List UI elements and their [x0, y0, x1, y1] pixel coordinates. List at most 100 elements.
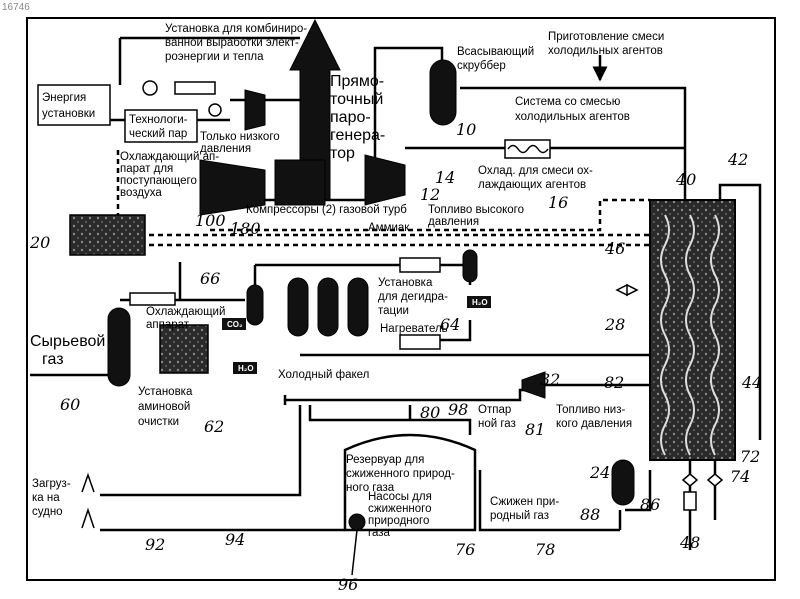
svg-text:46: 46	[604, 239, 625, 258]
dehydration-vessel-3-icon	[318, 278, 338, 336]
svg-text:давления: давления	[428, 216, 479, 228]
dehydration-cooler-icon	[400, 258, 440, 272]
svg-text:66: 66	[200, 269, 220, 288]
svg-text:Приготовление смеси: Приготовление смеси	[548, 31, 664, 43]
doc-id: 16746	[2, 2, 30, 13]
dehydration-separator-icon	[463, 250, 477, 282]
svg-text:Установка: Установка	[138, 386, 193, 398]
plant-energy-label-2: установки	[42, 108, 95, 120]
svg-text:тор: тор	[330, 145, 355, 162]
svg-text:100: 100	[195, 211, 226, 230]
svg-text:Сжижен при-: Сжижен при-	[490, 496, 559, 508]
svg-text:14: 14	[435, 168, 455, 187]
svg-text:82: 82	[604, 373, 624, 392]
svg-text:природного: природного	[368, 515, 429, 527]
svg-text:74: 74	[730, 467, 750, 486]
scrubber-10-icon	[430, 60, 456, 125]
svg-text:Топливо высокого: Топливо высокого	[428, 204, 524, 216]
pump-icon	[209, 104, 221, 116]
lng-pump-icon	[349, 514, 365, 530]
svg-text:Охлад. для смеси ох-: Охлад. для смеси ох-	[478, 165, 593, 177]
cooler-66-icon	[130, 293, 175, 305]
amine-regenerator-icon	[160, 325, 208, 373]
svg-text:очистки: очистки	[138, 416, 179, 428]
svg-text:94: 94	[225, 530, 245, 549]
svg-text:газа: газа	[368, 527, 390, 539]
svg-text:ванной выработки элект-: ванной выработки элект-	[165, 37, 299, 49]
svg-text:холодильных агентов: холодильных агентов	[548, 45, 663, 57]
svg-text:12: 12	[420, 185, 440, 204]
svg-text:96: 96	[338, 575, 358, 594]
svg-text:тации: тации	[378, 305, 409, 317]
svg-text:Загруз-: Загруз-	[32, 478, 71, 490]
svg-text:Технологи-: Технологи-	[129, 114, 188, 126]
svg-text:88: 88	[580, 505, 600, 524]
steam-turbine-icon	[245, 90, 265, 130]
svg-text:64: 64	[440, 315, 460, 334]
svg-text:Аммиак: Аммиак	[368, 222, 410, 234]
svg-text:Только низкого: Только низкого	[200, 131, 280, 143]
svg-text:Охлаждающий: Охлаждающий	[146, 306, 225, 318]
valve-46-icon	[617, 285, 637, 295]
svg-text:сжиженного природ-: сжиженного природ-	[346, 468, 455, 480]
separator-24-icon	[612, 460, 634, 505]
svg-text:точный: точный	[330, 91, 383, 108]
svg-text:40: 40	[675, 170, 696, 189]
text-labels: Энергия установки Технологи- ческий пар …	[30, 23, 664, 539]
svg-text:воздуха: воздуха	[120, 187, 162, 199]
svg-text:Прямо-: Прямо-	[330, 73, 384, 90]
svg-text:для дегидра-: для дегидра-	[378, 291, 448, 303]
svg-text:H₂O: H₂O	[238, 364, 254, 373]
svg-text:81: 81	[525, 420, 545, 439]
valve-74-icon	[708, 474, 722, 486]
svg-text:42: 42	[727, 150, 748, 169]
dehydration-vessel-2-icon	[288, 278, 308, 336]
svg-text:76: 76	[455, 540, 475, 559]
svg-text:лаждающих агентов: лаждающих агентов	[478, 179, 586, 191]
svg-text:86: 86	[640, 495, 660, 514]
svg-text:сжиженного: сжиженного	[368, 503, 432, 515]
svg-text:генера-: генера-	[330, 127, 385, 144]
svg-text:Нагреватель: Нагреватель	[380, 323, 448, 335]
cogen-hx-icon	[175, 82, 215, 94]
svg-text:Установка для комбиниро-: Установка для комбиниро-	[165, 23, 307, 35]
svg-text:Компрессоры (2) газовой турб: Компрессоры (2) газовой турб	[246, 204, 407, 216]
svg-text:Сырьевой: Сырьевой	[30, 333, 105, 350]
svg-text:CO₂: CO₂	[227, 320, 243, 329]
svg-text:скруббер: скруббер	[457, 60, 506, 72]
svg-text:60: 60	[60, 395, 80, 414]
svg-text:48: 48	[679, 533, 700, 552]
svg-text:20: 20	[29, 233, 50, 252]
svg-text:28: 28	[604, 315, 625, 334]
svg-text:паро-: паро-	[330, 109, 371, 126]
svg-text:кого давления: кого давления	[556, 418, 632, 430]
svg-text:H₂O: H₂O	[472, 298, 488, 307]
svg-text:Отпар: Отпар	[478, 404, 511, 416]
svg-text:роэнергии и тепла: роэнергии и тепла	[165, 51, 264, 63]
svg-text:24: 24	[589, 463, 610, 482]
svg-text:Всасывающий: Всасывающий	[457, 46, 534, 58]
svg-text:72: 72	[740, 447, 760, 466]
svg-text:парат для: парат для	[120, 163, 173, 175]
svg-text:10: 10	[456, 120, 476, 139]
svg-text:32: 32	[540, 370, 560, 389]
svg-text:ческий пар: ческий пар	[129, 128, 187, 140]
svg-text:98: 98	[448, 400, 468, 419]
svg-text:ка на: ка на	[32, 492, 60, 504]
svg-text:92: 92	[145, 535, 165, 554]
svg-text:Насосы для: Насосы для	[368, 491, 432, 503]
svg-text:поступающего: поступающего	[120, 175, 197, 187]
valve-72-icon	[683, 474, 697, 486]
svg-text:газ: газ	[42, 351, 64, 368]
svg-text:180: 180	[230, 219, 261, 238]
amine-absorber-icon	[108, 308, 130, 386]
svg-text:Установка: Установка	[378, 277, 433, 289]
svg-text:аминовой: аминовой	[138, 401, 190, 413]
svg-text:холодильных агентов: холодильных агентов	[515, 111, 630, 123]
svg-text:Холодный факел: Холодный факел	[278, 369, 369, 381]
dehydration-vessel-4-icon	[348, 278, 368, 336]
svg-text:78: 78	[535, 540, 555, 559]
svg-text:судно: судно	[32, 506, 63, 518]
unit-20-icon	[70, 215, 145, 255]
